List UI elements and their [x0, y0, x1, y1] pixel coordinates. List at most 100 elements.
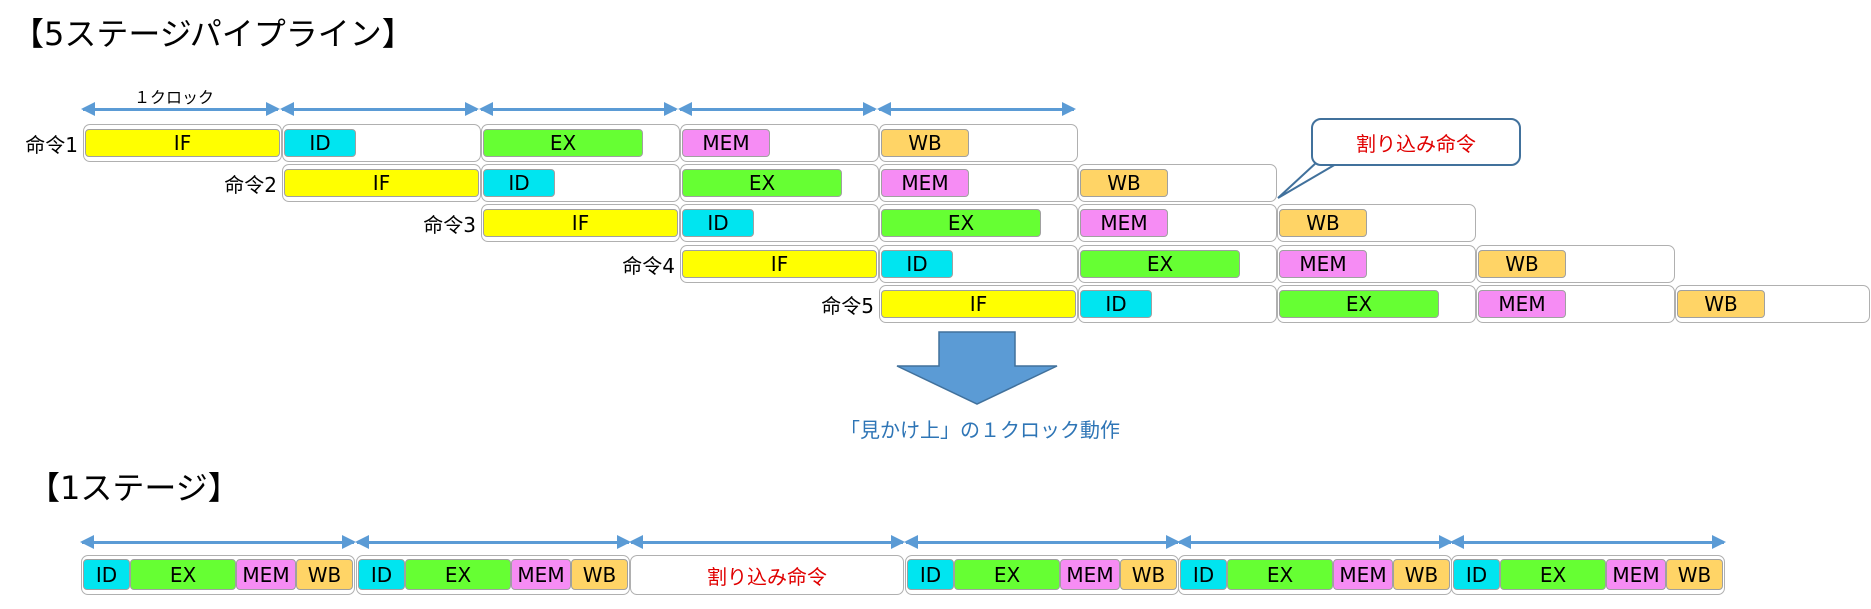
stage-wb: WB: [1478, 250, 1566, 278]
pipeline-slot: MEM: [879, 164, 1078, 202]
pipeline-slot: MEM: [1078, 204, 1277, 242]
pipeline-title: 【5ステージパイプライン】: [12, 15, 414, 53]
pipeline-slot: EX: [680, 164, 879, 202]
stage-id: ID: [1080, 290, 1152, 318]
stage-ex: EX: [1500, 559, 1606, 590]
pipeline-slot: EX: [1078, 245, 1277, 283]
callout-text: 割り込み命令: [1356, 131, 1476, 156]
stage-id: ID: [358, 559, 405, 590]
stage-id: ID: [83, 559, 130, 590]
pipeline-slot: WB: [1078, 164, 1277, 202]
stage-wb: WB: [1279, 209, 1367, 237]
stage-if: IF: [483, 209, 678, 237]
stage-ex: EX: [483, 129, 643, 157]
stage-id: ID: [1453, 559, 1500, 590]
instruction-label: 命令4: [622, 254, 675, 278]
stage-ex: EX: [130, 559, 236, 590]
stage-ex: EX: [405, 559, 511, 590]
stage-wb: WB: [1120, 559, 1177, 590]
pipeline-slot: WB: [1476, 245, 1675, 283]
pipeline-slot: IF: [83, 124, 282, 162]
pipeline-slot: ID: [282, 124, 481, 162]
stage-wb: WB: [296, 559, 353, 590]
stage-if: IF: [881, 290, 1076, 318]
stage-mem: MEM: [1478, 290, 1566, 318]
stage-mem: MEM: [1333, 559, 1393, 590]
single-stage-slot: ID EX MEM WB: [81, 555, 355, 595]
down-arrow-icon: [896, 331, 1058, 405]
clock-arrow: [904, 535, 1180, 549]
pipeline-slot: ID: [879, 245, 1078, 283]
single-stage-slot: ID EX MEM WB: [905, 555, 1179, 595]
clock-arrow: [678, 102, 877, 116]
stage-ex: EX: [1279, 290, 1439, 318]
stage-id: ID: [682, 209, 754, 237]
interrupt-callout: 割り込み命令: [1311, 118, 1521, 166]
single-stage-slot: ID EX MEM WB: [1178, 555, 1452, 595]
clock-arrow: [629, 535, 905, 549]
clock-arrow: [1450, 535, 1726, 549]
stage-ex: EX: [1227, 559, 1333, 590]
instruction-label: 命令2: [224, 173, 277, 197]
stage-mem: MEM: [1080, 209, 1168, 237]
stage-id: ID: [284, 129, 356, 157]
pipeline-slot: EX: [879, 204, 1078, 242]
stage-ex: EX: [881, 209, 1041, 237]
clock-arrow: [877, 102, 1076, 116]
single-stage-title: 【1ステージ】: [28, 469, 240, 507]
stage-if: IF: [682, 250, 877, 278]
stage-mem: MEM: [682, 129, 770, 157]
stage-wb: WB: [571, 559, 628, 590]
clock-arrow: [479, 102, 678, 116]
pipeline-slot: ID: [680, 204, 879, 242]
stage-mem: MEM: [1279, 250, 1367, 278]
pipeline-slot: MEM: [1476, 285, 1675, 323]
stage-if: IF: [284, 169, 479, 197]
stage-mem: MEM: [1606, 559, 1666, 590]
pipeline-slot: IF: [282, 164, 481, 202]
stage-id: ID: [1180, 559, 1227, 590]
stage-wb: WB: [1393, 559, 1450, 590]
stage-mem: MEM: [1060, 559, 1120, 590]
clock-label: １クロック: [134, 88, 215, 107]
stage-mem: MEM: [881, 169, 969, 197]
clock-arrow: [280, 102, 479, 116]
interrupt-label: 割り込み命令: [707, 564, 827, 589]
stage-wb: WB: [1666, 559, 1723, 590]
clock-arrow: [1177, 535, 1453, 549]
stage-wb: WB: [881, 129, 969, 157]
pipeline-slot: IF: [481, 204, 680, 242]
stage-id: ID: [483, 169, 555, 197]
single-stage-slot: ID EX MEM WB: [1451, 555, 1725, 595]
pipeline-slot: MEM: [680, 124, 879, 162]
single-stage-slot: ID EX MEM WB: [356, 555, 630, 595]
stage-if: IF: [85, 129, 280, 157]
pipeline-slot: EX: [481, 124, 680, 162]
stage-ex: EX: [954, 559, 1060, 590]
stage-id: ID: [881, 250, 953, 278]
pipeline-slot: MEM: [1277, 245, 1476, 283]
pipeline-slot: IF: [879, 285, 1078, 323]
stage-ex: EX: [682, 169, 842, 197]
pipeline-slot: WB: [879, 124, 1078, 162]
stage-wb: WB: [1677, 290, 1765, 318]
pipeline-slot: ID: [1078, 285, 1277, 323]
stage-ex: EX: [1080, 250, 1240, 278]
clock-arrow: [80, 535, 356, 549]
pipeline-slot: WB: [1675, 285, 1870, 323]
instruction-label: 命令5: [821, 294, 874, 318]
stage-wb: WB: [1080, 169, 1168, 197]
pipeline-slot: ID: [481, 164, 680, 202]
stage-mem: MEM: [511, 559, 571, 590]
pipeline-slot: WB: [1277, 204, 1476, 242]
clock-arrow: [355, 535, 631, 549]
clock-arrow: [81, 102, 280, 116]
instruction-label: 命令1: [25, 133, 78, 157]
instruction-label: 命令3: [423, 213, 476, 237]
stage-id: ID: [907, 559, 954, 590]
stage-mem: MEM: [236, 559, 296, 590]
interrupt-slot: 割り込み命令: [630, 555, 904, 595]
pipeline-slot: EX: [1277, 285, 1476, 323]
arrow-caption: 「見かけ上」の１クロック動作: [840, 418, 1120, 442]
pipeline-slot: IF: [680, 245, 879, 283]
